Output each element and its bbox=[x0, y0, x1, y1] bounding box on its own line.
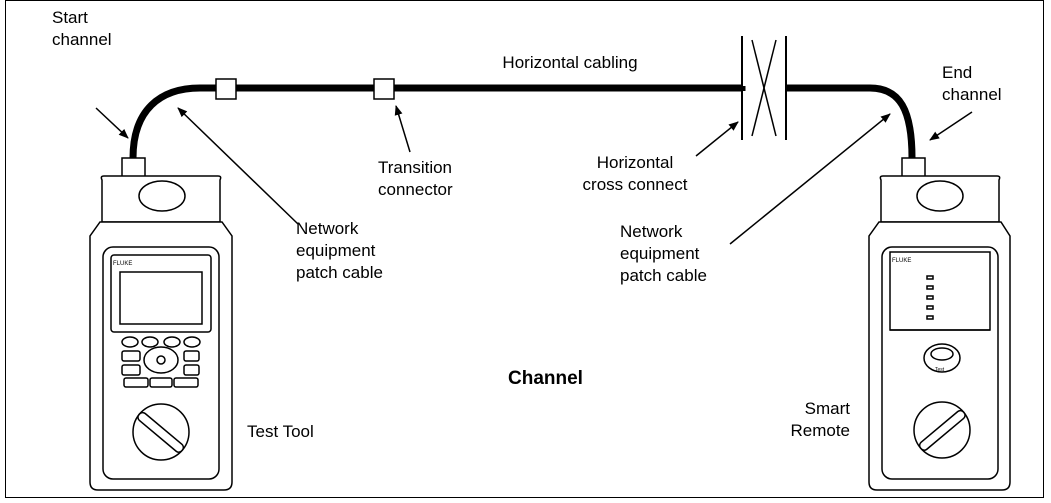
smart-remote-brand: FLUKE bbox=[892, 258, 911, 264]
test-tool-brand: FLUKE bbox=[113, 261, 132, 267]
arrow-end-channel bbox=[929, 111, 973, 141]
smart-remote-test-label: Test bbox=[935, 367, 945, 373]
smart-remote-label: Smart Remote bbox=[790, 399, 850, 440]
test-tool-label: Test Tool bbox=[247, 422, 314, 441]
transition-connector bbox=[373, 78, 395, 100]
arrow-patch-left bbox=[177, 107, 299, 225]
start-channel-label: Start channel bbox=[52, 8, 112, 49]
channel-title: Channel bbox=[508, 368, 583, 389]
network-patch-cable-right-label: Network equipment patch cable bbox=[620, 222, 707, 285]
network-patch-cable-left-label: Network equipment patch cable bbox=[296, 219, 383, 282]
horizontal-cross-connect-label: Horizontal cross connect bbox=[582, 153, 688, 194]
arrow-patch-right bbox=[729, 113, 891, 245]
patch-connector bbox=[215, 78, 237, 100]
horizontal-cabling-label: Horizontal cabling bbox=[502, 53, 638, 72]
end-channel-label: End channel bbox=[942, 63, 1002, 104]
arrow-transition bbox=[394, 105, 411, 153]
arrow-start-channel bbox=[95, 107, 129, 139]
smart-remote-device: FLUKE Test bbox=[868, 157, 1011, 491]
arrow-cross-connect bbox=[695, 121, 739, 157]
test-tool-device: FLUKE bbox=[89, 157, 233, 491]
cross-connect-symbol bbox=[738, 36, 787, 140]
transition-connector-label: Transition connector bbox=[378, 158, 453, 199]
main-cable bbox=[129, 84, 916, 159]
